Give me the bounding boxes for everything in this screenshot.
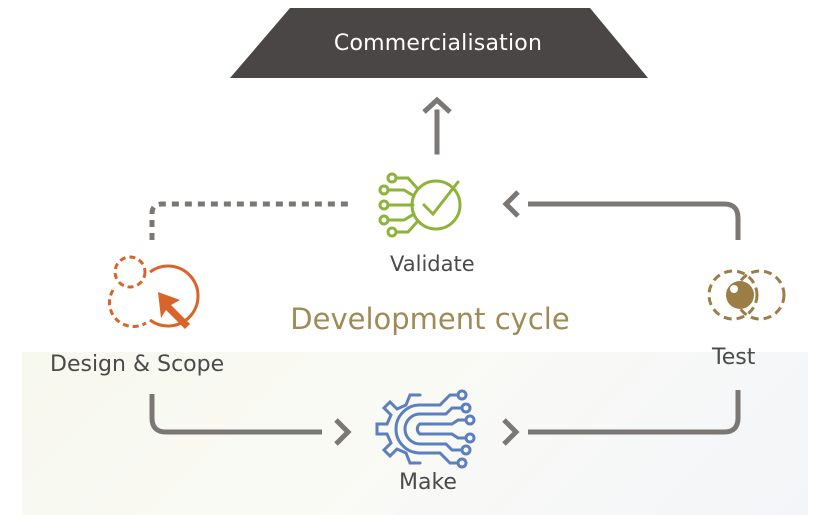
eye-icon: [707, 269, 786, 321]
validate-label: Validate: [390, 252, 475, 276]
gear-circuit-icon: [375, 389, 476, 469]
make-label: Make: [399, 470, 457, 495]
up-arrow: [422, 96, 452, 155]
test-to-validate-connector: [502, 190, 741, 240]
design-to-make-connector: [149, 394, 352, 446]
test-label: Test: [712, 345, 756, 370]
development-cycle-title: Development cycle: [290, 302, 570, 336]
commercialisation-label: Commercialisation: [333, 30, 543, 56]
cursor-target-icon: [107, 255, 200, 329]
make-to-test-connector: [502, 390, 741, 446]
commercialisation-banner: [230, 8, 648, 78]
circuit-checkmark-icon: [378, 172, 462, 238]
design-scope-label: Design & Scope: [50, 352, 225, 377]
dotted-connector: [149, 201, 350, 240]
